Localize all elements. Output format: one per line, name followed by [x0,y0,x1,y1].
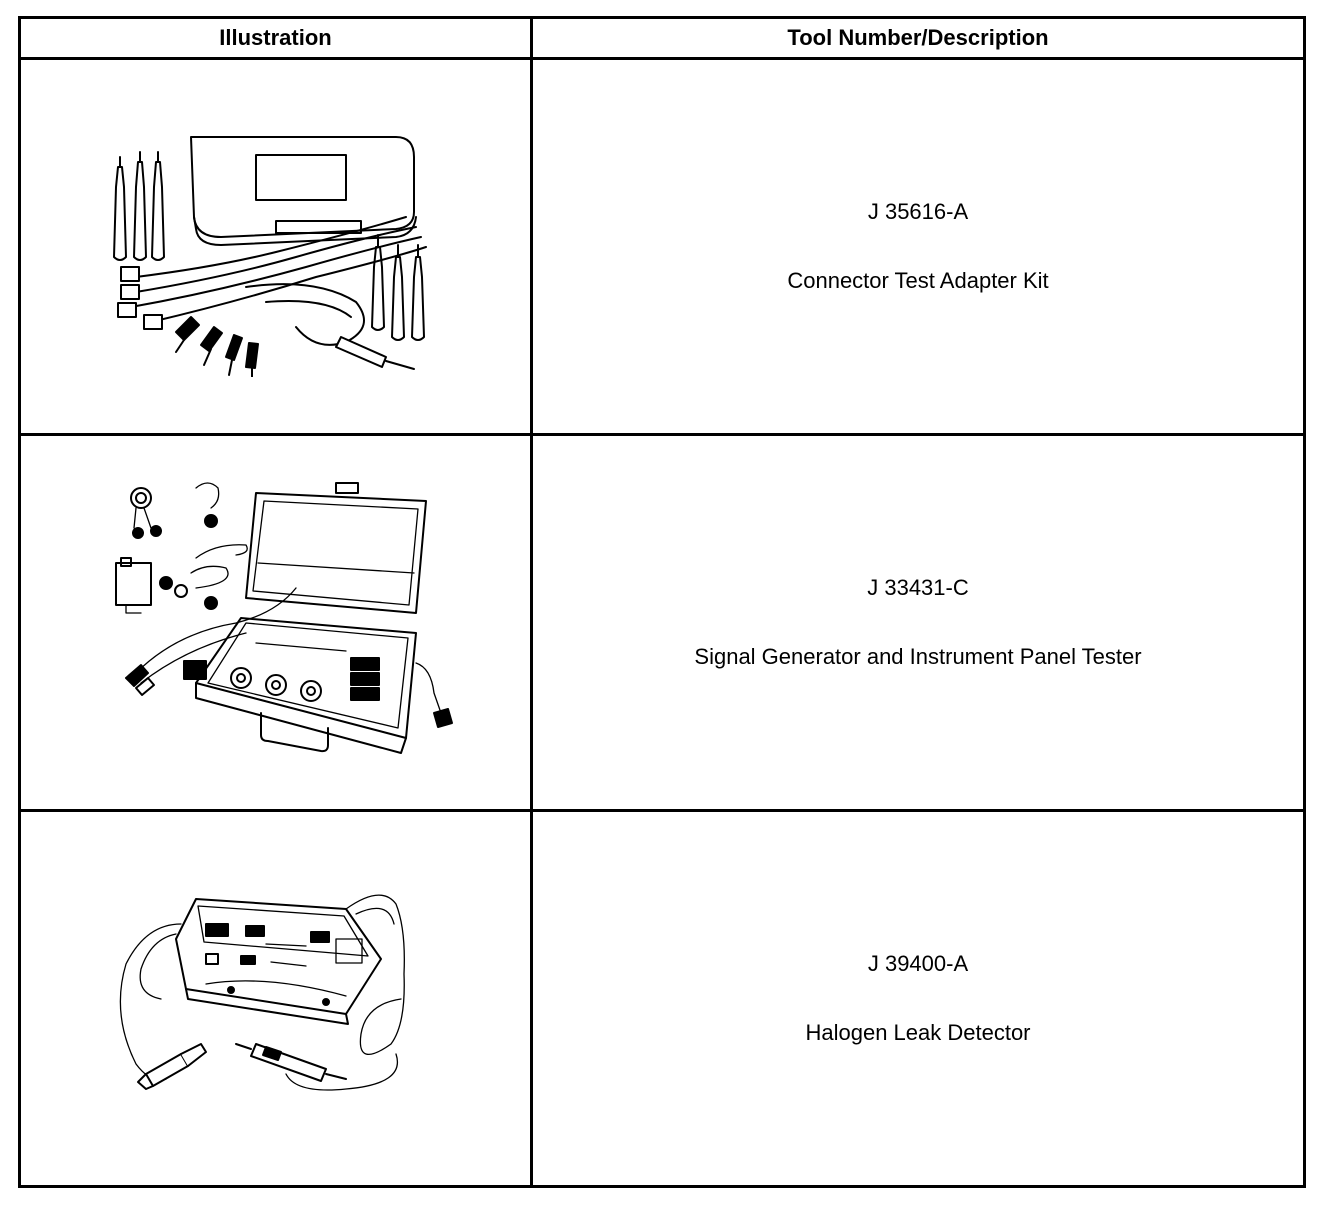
table-row: J 39400-A Halogen Leak Detector [18,809,1306,1188]
tool-header: Tool Number/Description [530,16,1306,60]
connector-test-adapter-kit-drawing [112,135,427,377]
illustration-header: Illustration [18,16,533,60]
banana-connectors [116,265,259,377]
illustration-cell [18,433,533,812]
tool-description-cell: J 39400-A Halogen Leak Detector [530,809,1306,1188]
tool-number: J 33431-C [867,575,969,601]
special-tools-table: Illustration Tool Number/Description [18,16,1306,1188]
signal-generator-tester-drawing [114,481,453,754]
tool-description: Halogen Leak Detector [805,1019,1031,1045]
tool-number: J 35616-A [867,199,969,225]
table-row: J 35616-A Connector Test Adapter Kit [18,57,1306,436]
tool-description: Signal Generator and Instrument Panel Te… [694,643,1142,669]
probe-set-left [112,150,165,261]
tool-description: Connector Test Adapter Kit [787,267,1049,293]
probe-set-right [334,233,425,370]
tool-number: J 39400-A [867,951,969,977]
tool-description-cell: J 35616-A Connector Test Adapter Kit [530,57,1306,436]
halogen-leak-detector-drawing [119,894,405,1091]
table-header-row: Illustration Tool Number/Description [18,16,1306,60]
tool-description-cell: J 33431-C Signal Generator and Instrumen… [530,433,1306,812]
illustration-cell [18,57,533,436]
table-row: J 33431-C Signal Generator and Instrumen… [18,433,1306,812]
illustration-cell [18,809,533,1188]
